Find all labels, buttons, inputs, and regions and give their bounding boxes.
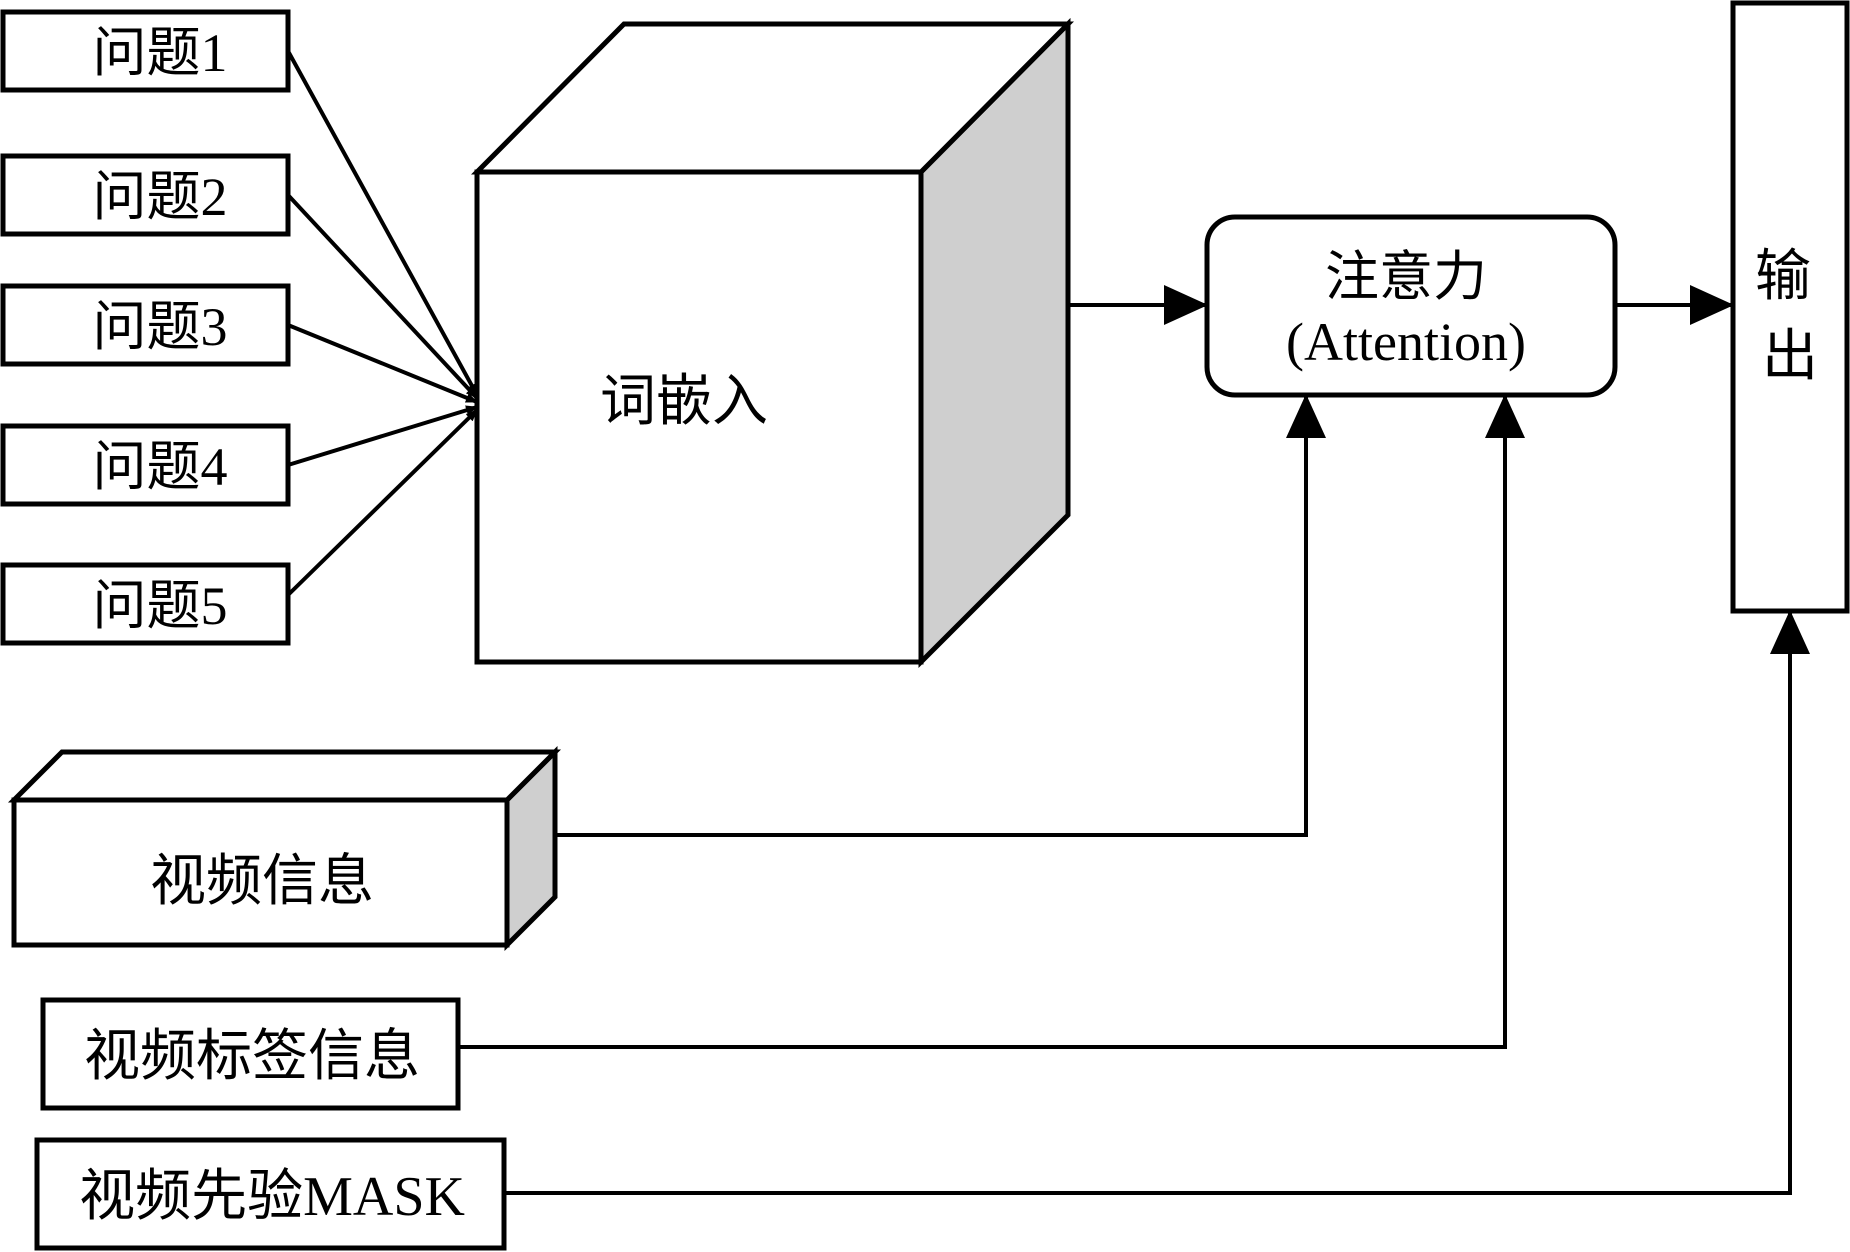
question-label-2: 问题2: [93, 167, 228, 227]
attention-label-cn: 注意力: [1325, 247, 1487, 307]
question-box-1: 问题1: [0, 9, 291, 93]
edge-question-1-to-embedding: [286, 50, 479, 396]
video-info-label: 视频信息: [150, 851, 374, 913]
edge-video-info-to-attention: [555, 394, 1326, 837]
question-label-4: 问题4: [93, 437, 228, 497]
attention-box: 注意力 (Attention): [1204, 214, 1618, 398]
question-box-3: 问题3: [0, 283, 291, 367]
question-box-2: 问题2: [0, 153, 291, 237]
output-box: 输 出: [1730, 0, 1850, 614]
video-tag-info-label: 视频标签信息: [84, 1026, 420, 1088]
question-label-3: 问题3: [93, 297, 228, 357]
video-tag-info-box: 视频标签信息: [40, 997, 461, 1111]
video-info-box: 视频信息: [7, 745, 562, 952]
edge-question-2-to-embedding: [286, 193, 479, 400]
output-label: 输 出: [1755, 246, 1825, 388]
embedding-cube: 词嵌入: [470, 17, 1075, 669]
question-label-1: 问题1: [93, 23, 228, 83]
video-prior-mask-label: 视频先验MASK: [79, 1166, 465, 1228]
edge-video-prior-mask-to-output: [504, 610, 1810, 1195]
edge-question-3-to-embedding: [287, 323, 478, 404]
edge-question-4-to-embedding: [287, 405, 478, 467]
attention-label-en: (Attention): [1286, 312, 1526, 372]
question-label-5: 问题5: [93, 576, 228, 636]
edge-question-5-to-embedding: [286, 408, 479, 597]
question-box-4: 问题4: [0, 423, 291, 507]
edge-video-tag-info-to-attention: [458, 394, 1525, 1049]
video-prior-mask-box: 视频先验MASK: [34, 1137, 507, 1251]
embedding-label: 词嵌入: [600, 371, 768, 433]
question-box-5: 问题5: [0, 562, 291, 646]
